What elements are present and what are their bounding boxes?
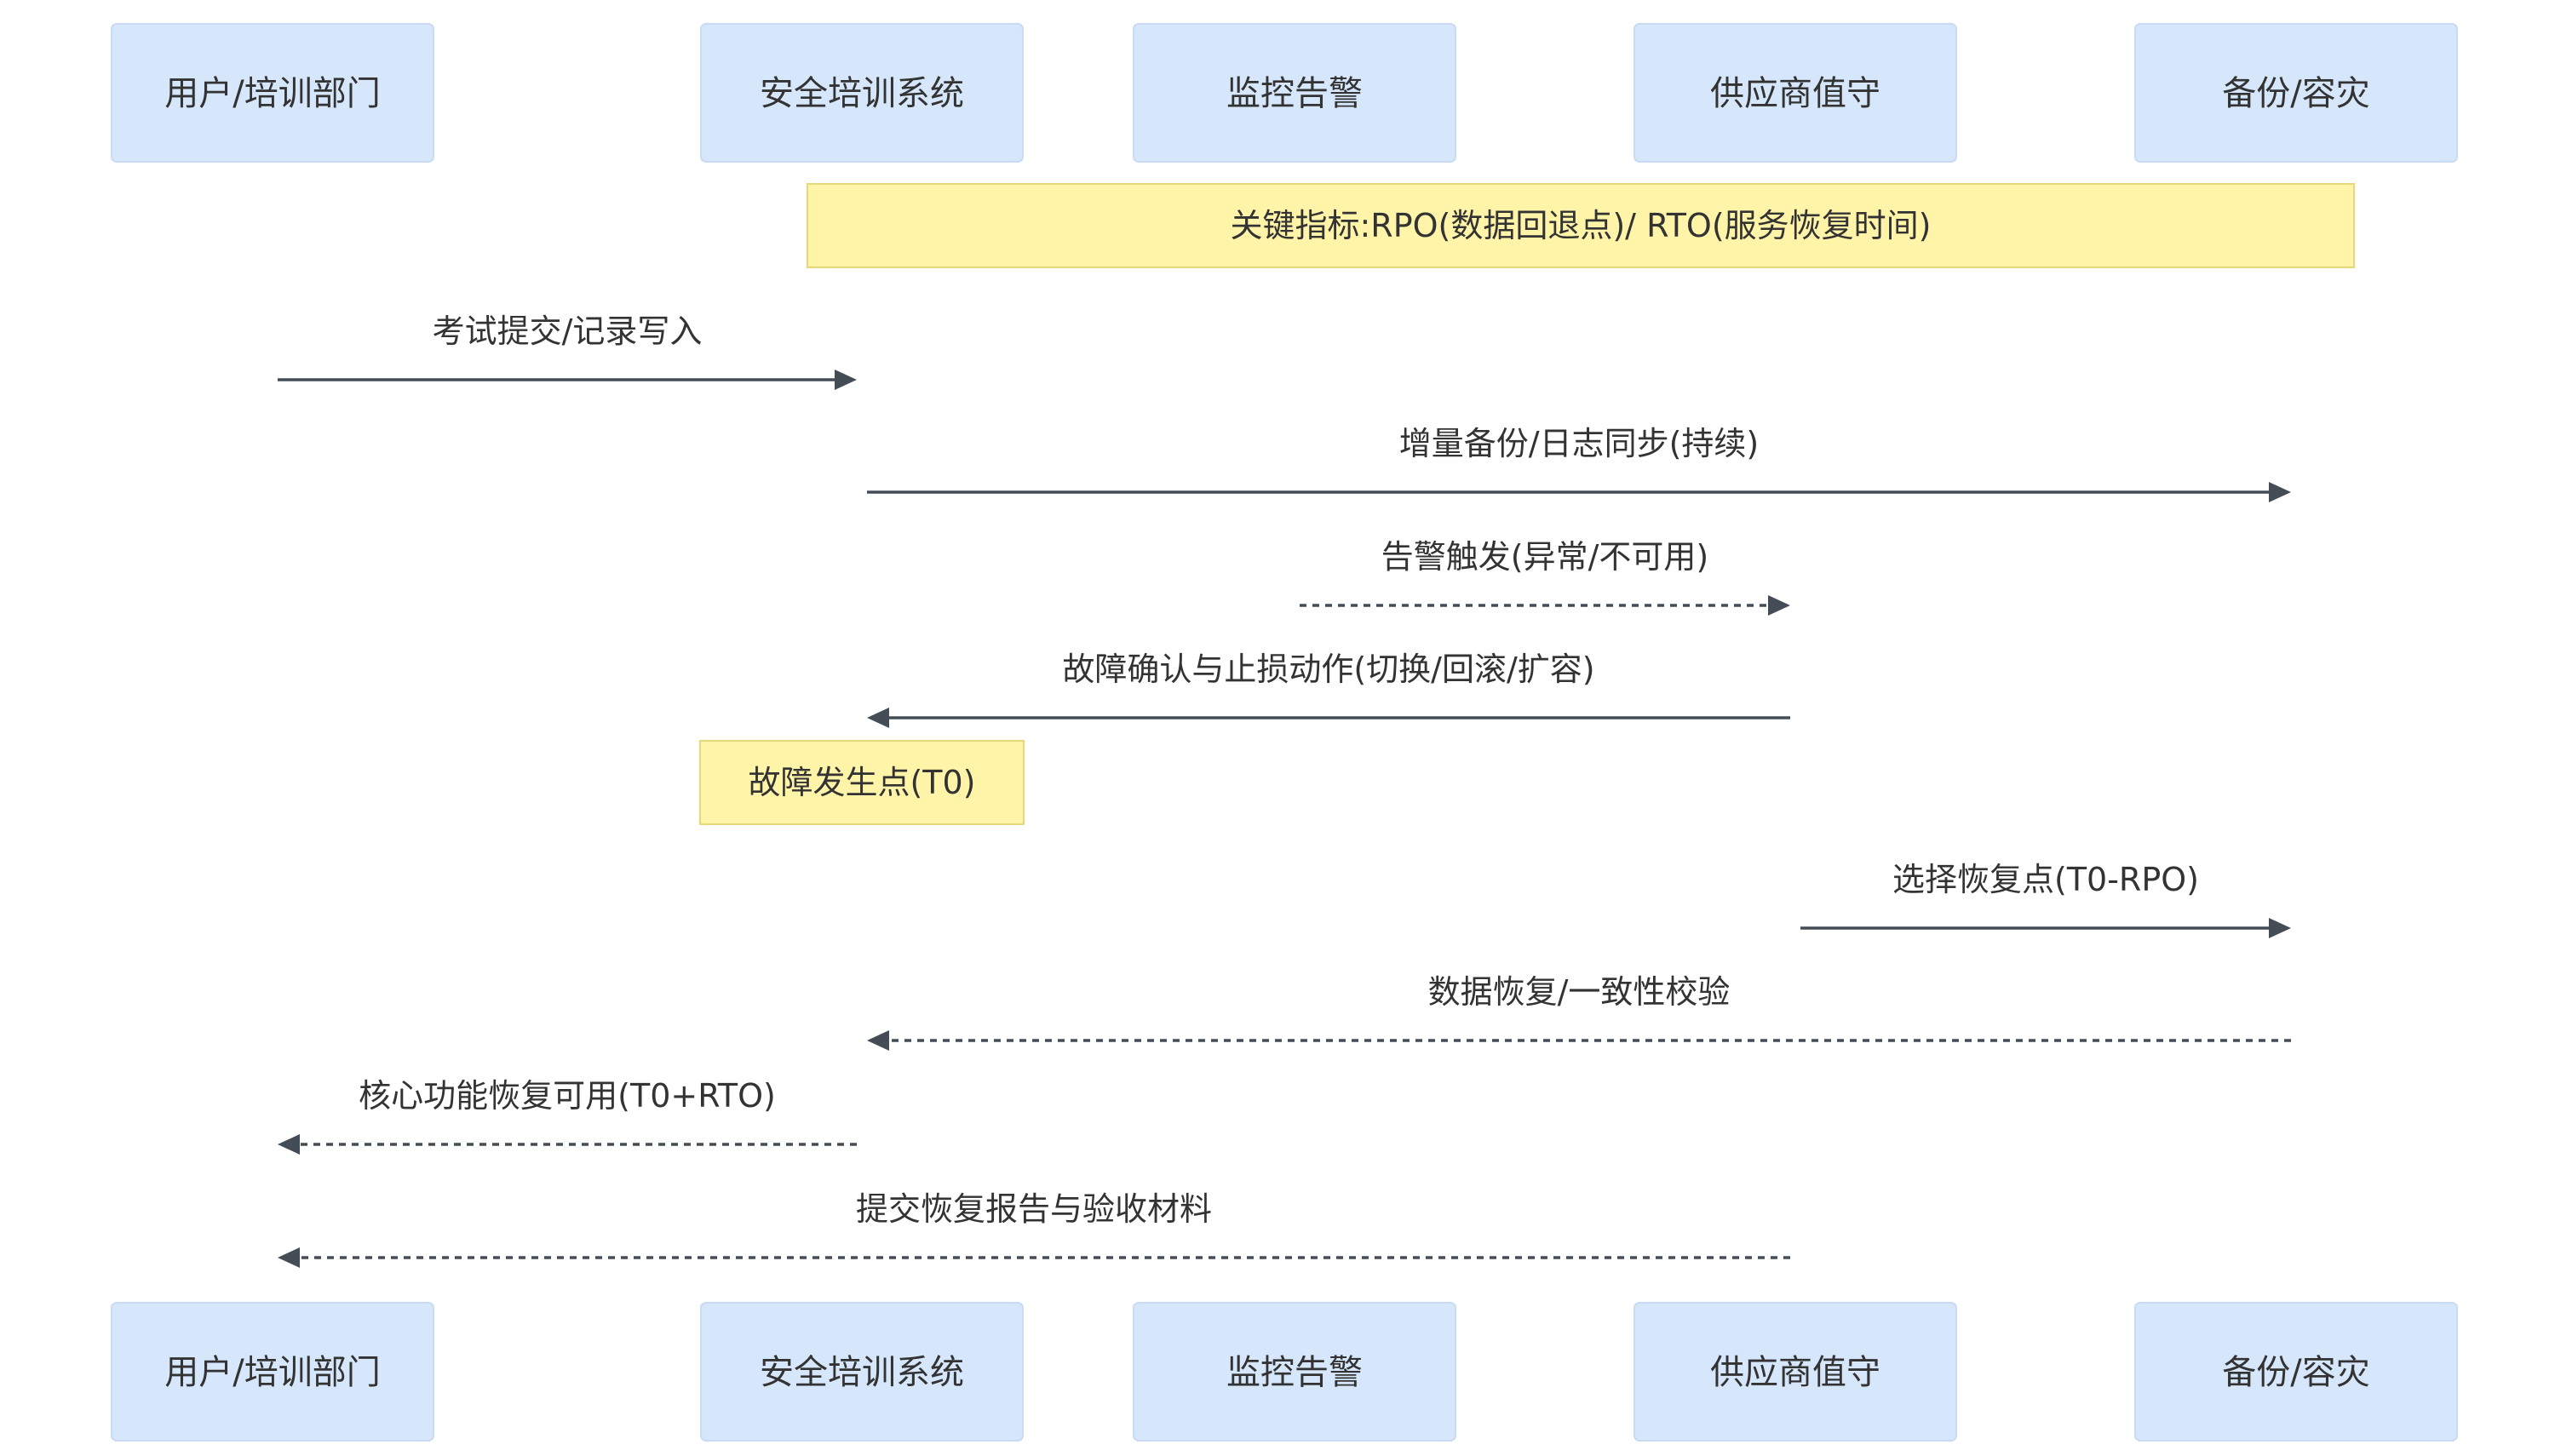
message-2: 增量备份/日志同步(持续) [867, 425, 2291, 502]
note-key-metrics: 关键指标:RPO(数据回退点)/ RTO(服务恢复时间) [807, 183, 2355, 268]
message-label: 增量备份/日志同步(持续) [1399, 425, 1759, 462]
arrowhead [2269, 918, 2291, 938]
actor-label: 备份/容灾 [2222, 74, 2369, 113]
actor-label: 用户/培训部门 [164, 1353, 380, 1392]
message-label: 告警触发(异常/不可用) [1381, 538, 1708, 576]
actor-label: 用户/培训部门 [164, 74, 380, 113]
arrowhead [1768, 595, 1790, 616]
note-fault-point: 故障发生点(T0) [699, 740, 1025, 825]
message-7: 核心功能恢复可用(T0+RTO) [278, 1077, 857, 1155]
actor-box [111, 23, 434, 163]
actor-label: 监控告警 [1226, 74, 1363, 113]
message-label: 故障确认与止损动作(切换/回滚/扩容) [1062, 651, 1594, 688]
actor-box [111, 1302, 434, 1442]
actor-box [1633, 23, 1957, 163]
actor-mon-bottom: 监控告警 [1133, 1302, 1456, 1442]
message-3: 告警触发(异常/不可用) [1300, 538, 1790, 616]
actor-vendor-bottom: 供应商值守 [1633, 1302, 1957, 1442]
actor-label: 安全培训系统 [760, 1353, 964, 1392]
message-6: 数据恢复/一致性校验 [867, 973, 2291, 1051]
message-label: 提交恢复报告与验收材料 [856, 1190, 1212, 1228]
actor-backup-top: 备份/容灾 [2134, 23, 2458, 163]
actor-user-top: 用户/培训部门 [111, 23, 434, 163]
actor-mon-top: 监控告警 [1133, 23, 1456, 163]
message-label: 核心功能恢复可用(T0+RTO) [359, 1077, 776, 1115]
arrowhead [867, 1030, 889, 1051]
arrowhead [867, 708, 889, 728]
message-4: 故障确认与止损动作(切换/回滚/扩容) [867, 651, 1790, 728]
actor-box [2134, 1302, 2458, 1442]
message-label: 考试提交/记录写入 [433, 312, 703, 350]
note-text: 关键指标:RPO(数据回退点)/ RTO(服务恢复时间) [1231, 207, 1932, 244]
message-5: 选择恢复点(T0-RPO) [1800, 861, 2291, 938]
actor-box [1633, 1302, 1957, 1442]
actor-backup-bottom: 备份/容灾 [2134, 1302, 2458, 1442]
actor-label: 供应商值守 [1710, 1353, 1880, 1392]
actor-box [700, 1302, 1024, 1442]
message-label: 选择恢复点(T0-RPO) [1892, 861, 2199, 898]
note-box [807, 183, 2355, 268]
note-box [699, 740, 1025, 825]
actor-box [1133, 1302, 1456, 1442]
message-label: 数据恢复/一致性校验 [1428, 973, 1731, 1011]
actor-vendor-top: 供应商值守 [1633, 23, 1957, 163]
actor-user-bottom: 用户/培训部门 [111, 1302, 434, 1442]
actor-box [700, 23, 1024, 163]
note-text: 故障发生点(T0) [748, 764, 975, 801]
arrowhead [835, 370, 857, 390]
arrowhead [2269, 482, 2291, 502]
actor-box [2134, 23, 2458, 163]
actor-sys-bottom: 安全培训系统 [700, 1302, 1024, 1442]
arrowhead [278, 1247, 300, 1268]
message-1: 考试提交/记录写入 [278, 312, 857, 390]
actor-sys-top: 安全培训系统 [700, 23, 1024, 163]
actor-label: 供应商值守 [1710, 74, 1880, 113]
message-8: 提交恢复报告与验收材料 [278, 1190, 1790, 1268]
actor-box [1133, 23, 1456, 163]
actor-label: 备份/容灾 [2222, 1353, 2369, 1392]
actor-label: 监控告警 [1226, 1353, 1363, 1392]
actor-label: 安全培训系统 [760, 74, 964, 113]
arrowhead [278, 1134, 300, 1155]
